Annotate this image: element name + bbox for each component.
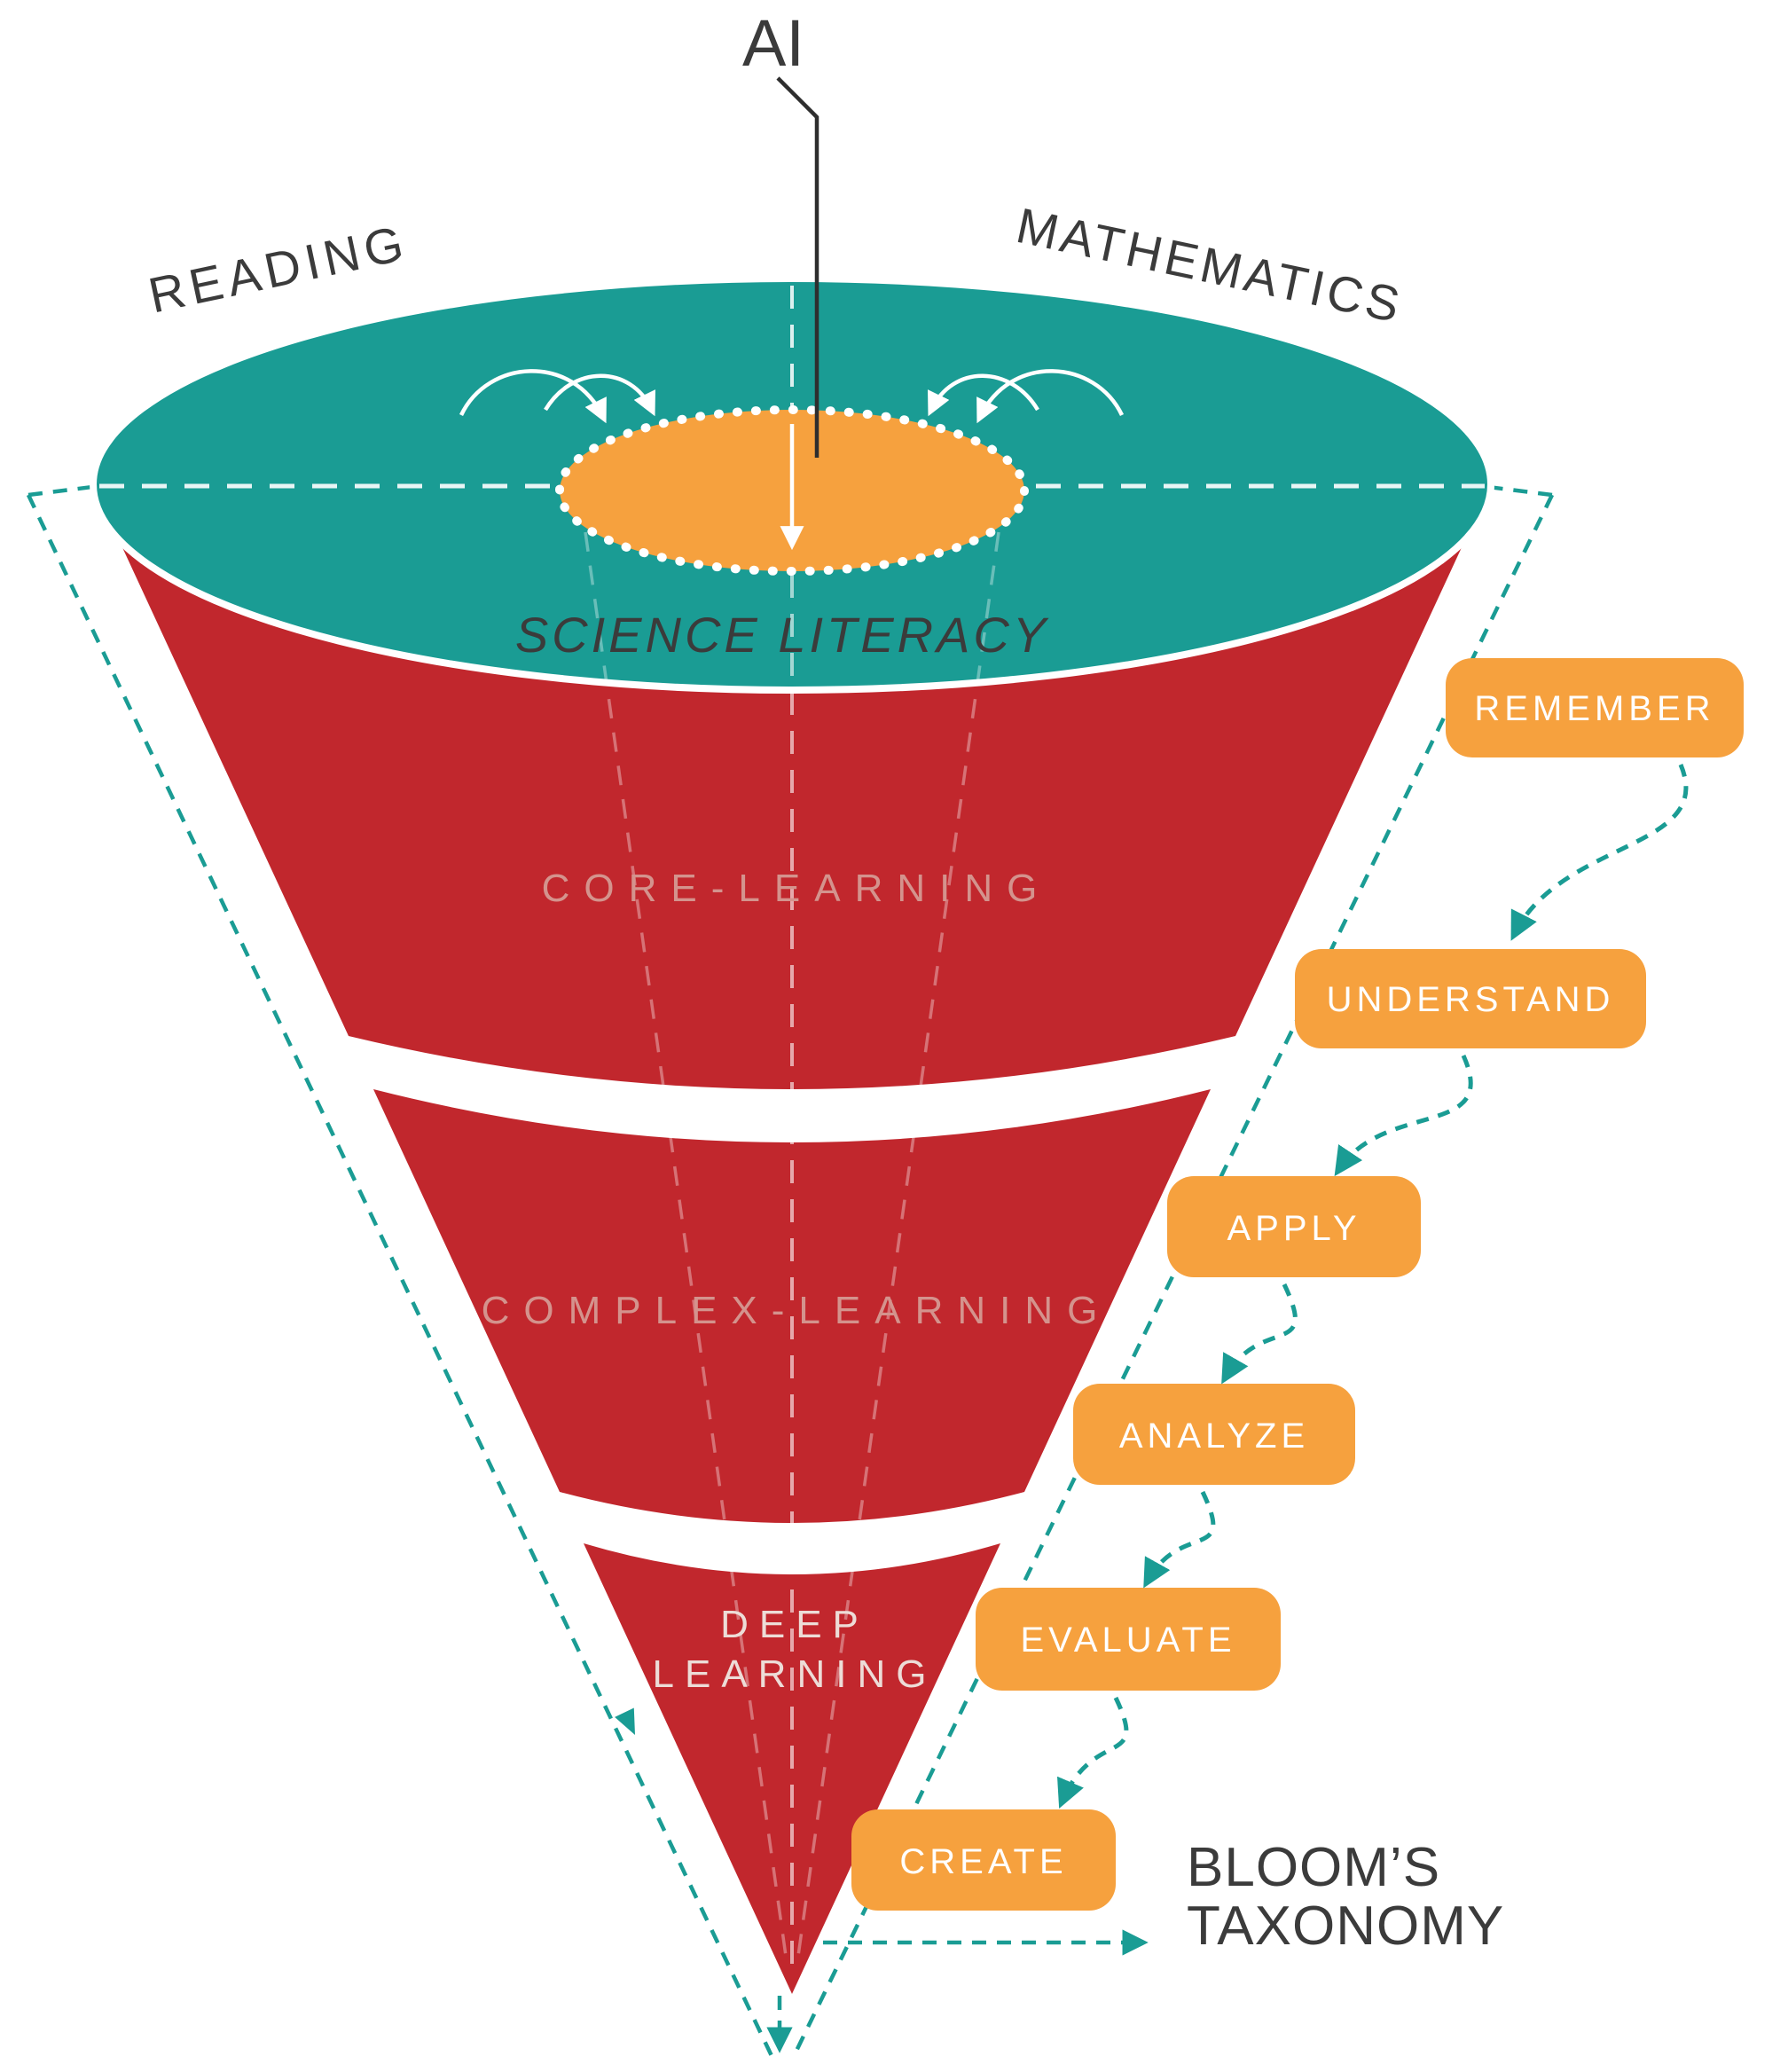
complex-learning-label: COMPLEX-LEARNING bbox=[482, 1289, 1112, 1332]
bloom-badge-analyze: ANALYZE bbox=[1073, 1384, 1355, 1485]
bloom-badge-evaluate: EVALUATE bbox=[976, 1588, 1281, 1691]
guide-corner-left bbox=[27, 484, 93, 498]
converge-arrow-right-outer-icon bbox=[976, 369, 1125, 424]
bloom-badge-understand-bg bbox=[1295, 949, 1646, 1048]
reading-label: READING bbox=[144, 214, 413, 323]
connector-understand-apply-icon bbox=[1334, 1054, 1473, 1177]
science-literacy-label: SCIENCE LITERACY bbox=[515, 607, 1049, 663]
bloom-badge-understand: UNDERSTAND bbox=[1295, 949, 1646, 1048]
bloom-connectors bbox=[1057, 764, 1689, 1809]
bloom-badge-create-label: CREATE bbox=[899, 1842, 1067, 1881]
bloom-badge-apply: APPLY bbox=[1167, 1176, 1421, 1277]
bloom-badge-analyze-bg bbox=[1073, 1384, 1355, 1485]
guide-line-left bbox=[26, 494, 776, 2060]
bloom-badge-apply-bg bbox=[1167, 1176, 1421, 1277]
connector-evaluate-create-icon bbox=[1057, 1696, 1129, 1809]
converge-arrow-left-outer-icon bbox=[459, 369, 607, 424]
bloom-badge-create: CREATE bbox=[851, 1809, 1116, 1911]
bloom-badge-remember: REMEMBER bbox=[1446, 658, 1744, 757]
bloom-badge-create-bg bbox=[851, 1809, 1116, 1911]
connector-apply-analyze-icon bbox=[1221, 1283, 1298, 1385]
inner-cone-edge-right bbox=[796, 531, 1000, 1957]
connector-analyze-evaluate-icon bbox=[1143, 1490, 1216, 1589]
guide-lines bbox=[26, 484, 1555, 2060]
converge-arrow-right-inner-icon bbox=[928, 373, 1039, 417]
connector-remember-understand-icon bbox=[1510, 764, 1689, 941]
core-learning-label: CORE-LEARNING bbox=[542, 867, 1052, 910]
bloom-badge-evaluate-label: EVALUATE bbox=[1020, 1621, 1235, 1660]
deep-learning-label-line1: DEEP bbox=[720, 1603, 869, 1646]
caption-line1: BLOOM’S bbox=[1187, 1837, 1440, 1898]
bloom-badge-remember-bg bbox=[1446, 658, 1744, 757]
bloom-badge-apply-label: APPLY bbox=[1227, 1209, 1361, 1248]
converge-arrow-left-inner-icon bbox=[544, 373, 655, 417]
convergence-arrows bbox=[459, 369, 1125, 551]
guide-line-right bbox=[794, 494, 1555, 2052]
caption-line2: TAXONOMY bbox=[1187, 1895, 1504, 1957]
inner-cone-edge-left bbox=[584, 531, 788, 1957]
bloom-badge-remember-label: REMEMBER bbox=[1474, 689, 1714, 728]
bloom-badge-analyze-label: ANALYZE bbox=[1119, 1417, 1309, 1456]
cone-section-complex bbox=[373, 1089, 1211, 1523]
bloom-stages: REMEMBER UNDERSTAND APPLY ANALYZE EVALUA… bbox=[851, 658, 1744, 1911]
ai-pointer-line bbox=[776, 76, 820, 458]
deep-learning-label-line2: LEARNING bbox=[653, 1652, 937, 1696]
caption: BLOOM’S TAXONOMY bbox=[1187, 1837, 1504, 1957]
guide-midline-arrowhead-icon bbox=[615, 1707, 635, 1735]
guide-corner-right bbox=[1487, 484, 1553, 498]
ai-label: AI bbox=[742, 6, 804, 80]
bloom-badge-understand-label: UNDERSTAND bbox=[1327, 980, 1615, 1019]
bloom-badge-evaluate-bg bbox=[976, 1588, 1281, 1691]
